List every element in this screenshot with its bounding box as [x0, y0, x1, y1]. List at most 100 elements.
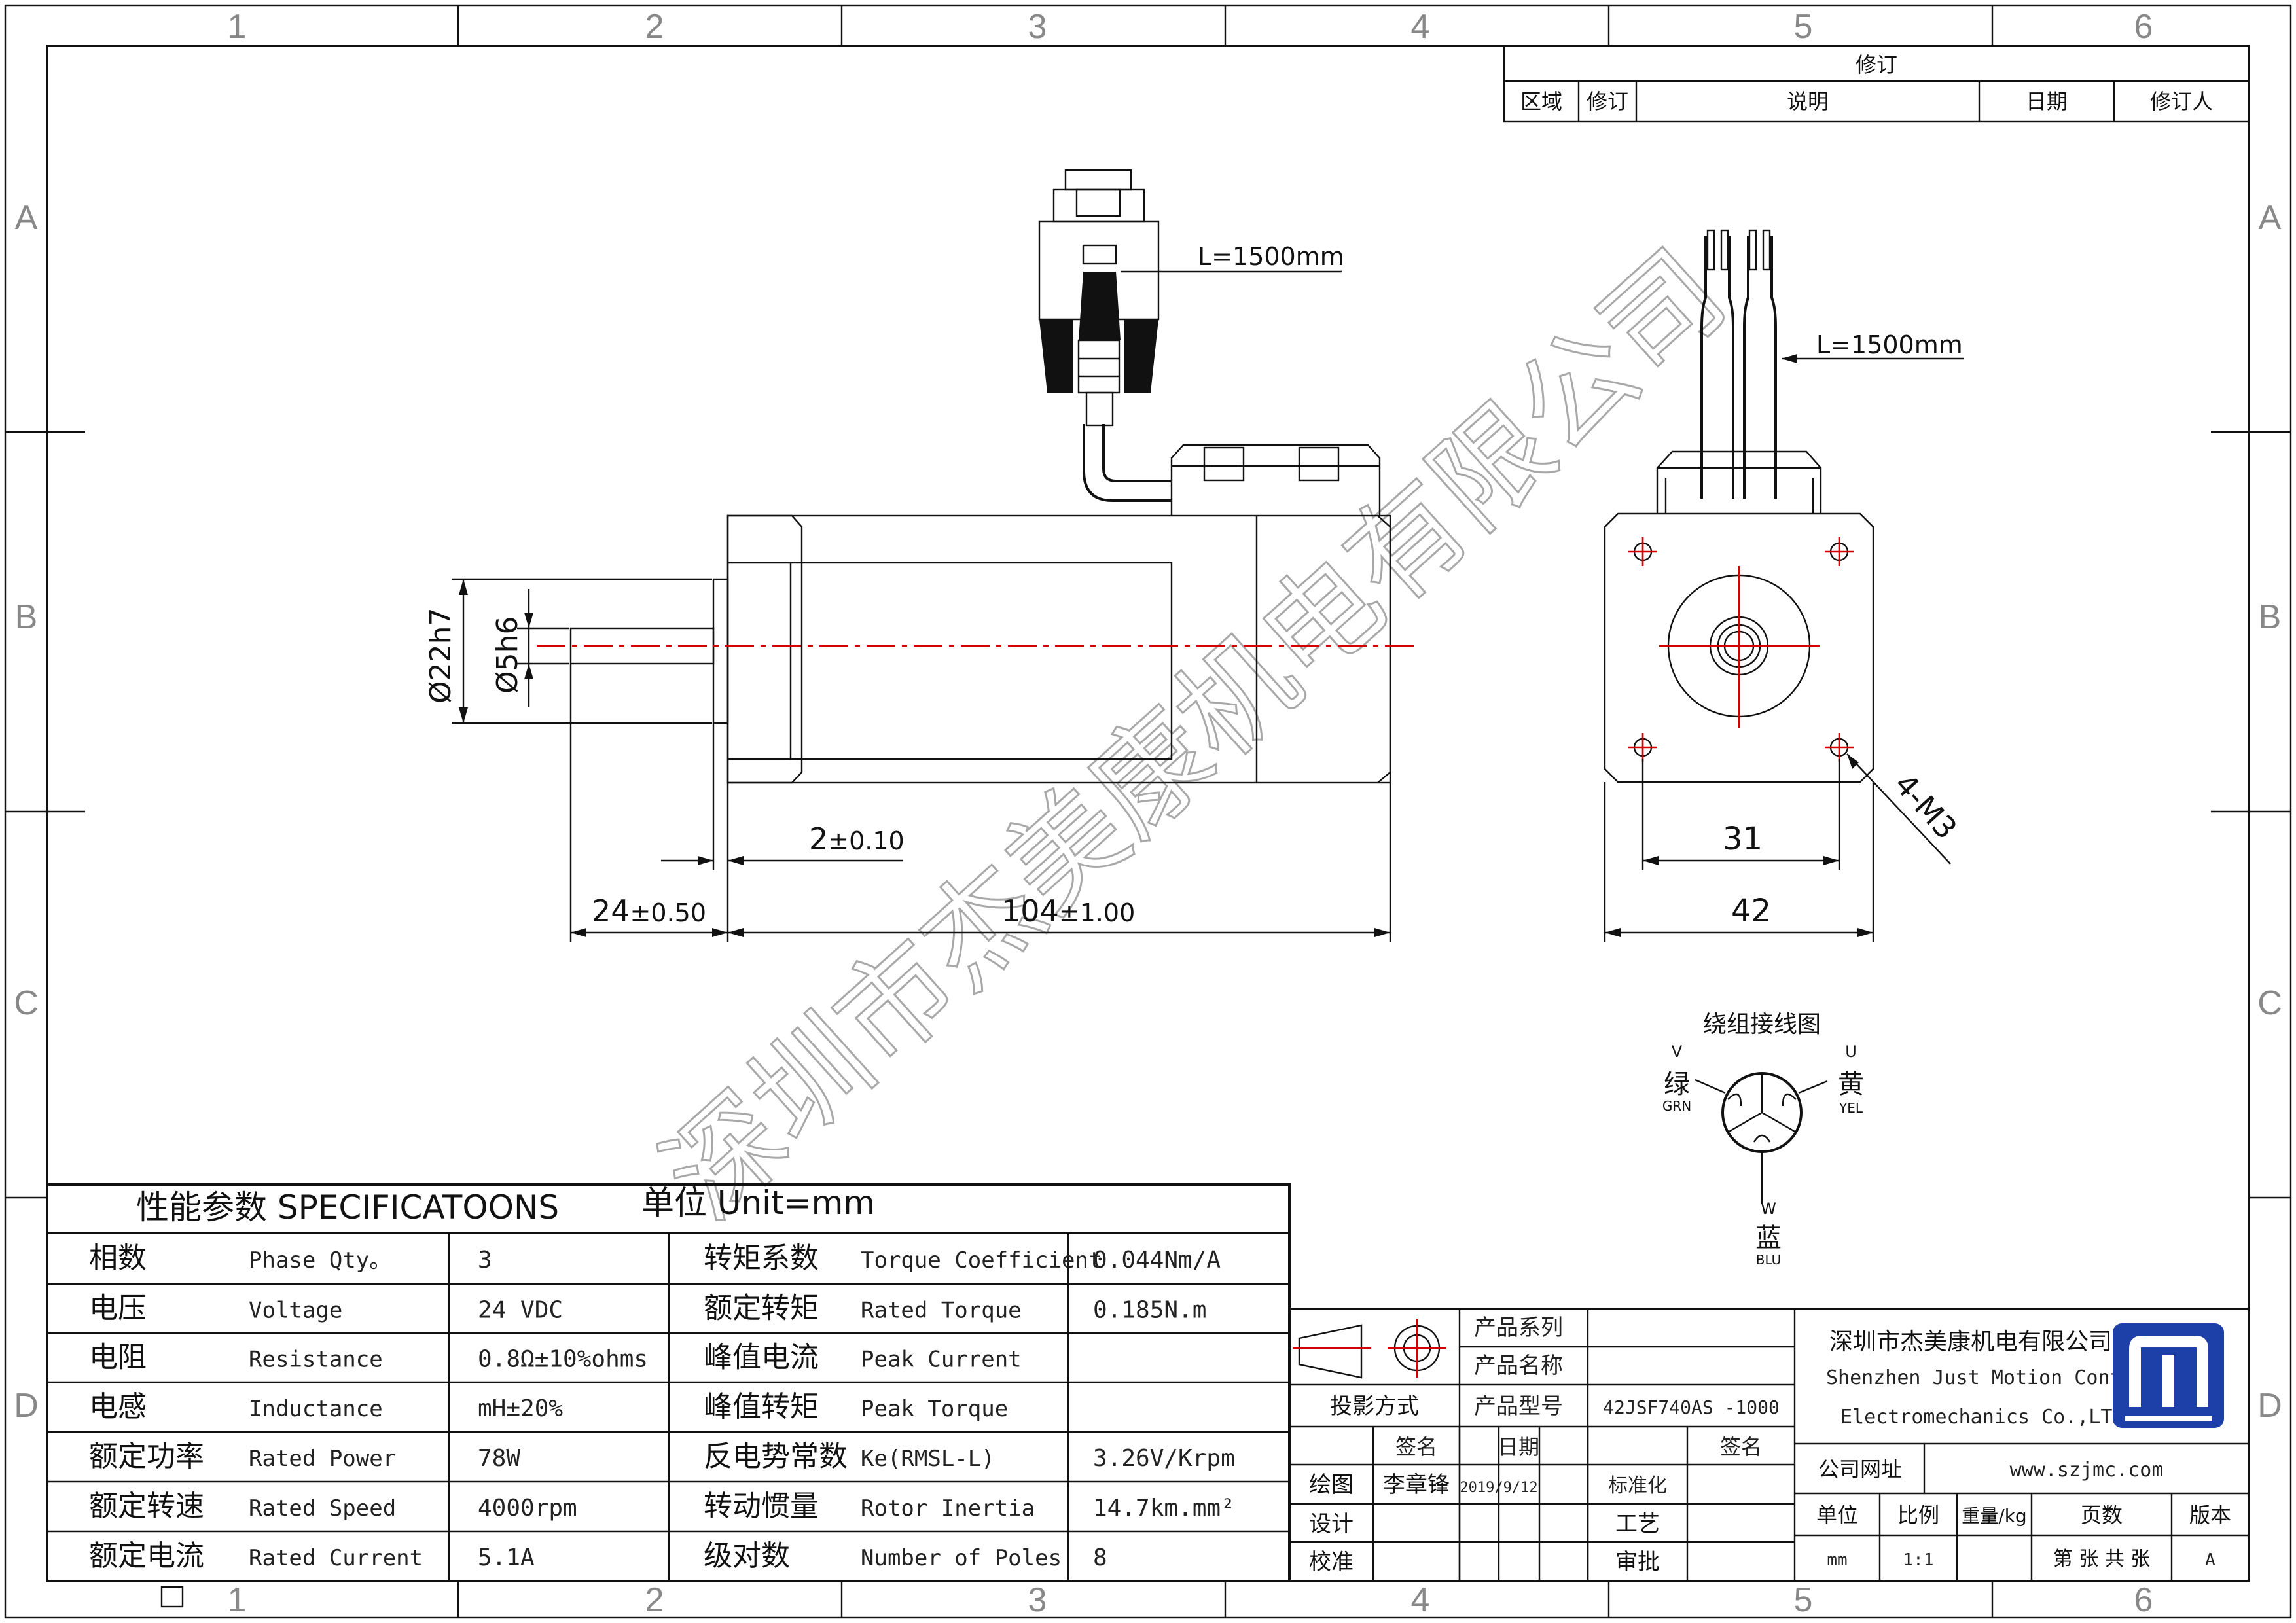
winding-v-letter: V [1672, 1043, 1683, 1061]
winding-u-letter: U [1845, 1043, 1857, 1061]
sign-header-right: 签名 [1720, 1435, 1762, 1459]
zone-labels: 1 2 3 4 5 6 1 2 3 4 5 6 A B C D A B C D [14, 8, 2282, 1619]
zone-row-c-right: C [2257, 984, 2282, 1022]
winding-u-cn: 黄 [1838, 1069, 1864, 1099]
dim-hole-pitch: 31 [1723, 821, 1763, 857]
mounting-holes [1628, 537, 1854, 762]
spec-cell-en: Voltage [249, 1298, 342, 1324]
spec-cell-cn2: 峰值电流 [704, 1341, 819, 1374]
winding-w-en: BLU [1756, 1252, 1782, 1268]
spec-cell-en2: Rated Torque [861, 1298, 1022, 1324]
spec-cell-en: Resistance [249, 1347, 383, 1373]
revision-header-zone: 区域 [1520, 89, 1562, 114]
spec-cell-en: Phase Qty。 [249, 1247, 391, 1274]
sign-header: 签名 [1395, 1435, 1437, 1459]
company-cn: 深圳市杰美康机电有限公司 [1829, 1329, 2112, 1355]
zone-ticks [5, 5, 2291, 1618]
winding-v-cn: 绿 [1664, 1069, 1690, 1099]
winding-diagram: 绕组接线图 V 绿 GRN U 黄 YEL W 蓝 BLU [1662, 1011, 1864, 1268]
side-dimensions: L=1500mm Ø22h7 Ø5h6 2±0.10 24±0.50 104±1… [424, 242, 1391, 942]
zone-row-b: B [15, 598, 38, 636]
version-value: A [2205, 1550, 2215, 1570]
spec-cell-cn2: 转动惯量 [704, 1489, 819, 1523]
spec-cell-val: 3 [478, 1247, 492, 1274]
zone-row-a: A [15, 199, 38, 237]
winding-v-en: GRN [1662, 1098, 1691, 1114]
model-label: 产品型号 [1474, 1393, 1563, 1419]
sheet-marker [160, 1586, 184, 1608]
side-view [537, 169, 1420, 784]
zone-col-3: 3 [1028, 8, 1047, 46]
spec-cell-en2: Peak Current [861, 1347, 1022, 1373]
revision-title: 修订 [1856, 52, 1897, 77]
spec-cell-cn: 额定功率 [89, 1440, 204, 1473]
spec-cell-val: 0.8Ω±10%ohms [478, 1346, 648, 1373]
spec-cell-val: 5.1A [478, 1544, 535, 1571]
projection-label: 投影方式 [1330, 1393, 1419, 1419]
revision-header-desc: 说明 [1787, 89, 1829, 114]
spec-cell-cn2: 额定转矩 [704, 1292, 819, 1325]
spec-cell-val2: 14.7km.mm² [1093, 1495, 1235, 1522]
specifications-table: 性能参数 SPECIFICATOONS 单位 Unit=mm [46, 1183, 1291, 1582]
scale-label: 比例 [1897, 1503, 1939, 1527]
spec-cell-cn2: 峰值转矩 [704, 1390, 819, 1423]
cable-length-right: L=1500mm [1816, 330, 1963, 359]
spec-cell-en2: Peak Torque [861, 1396, 1008, 1422]
winding-w-letter: W [1761, 1200, 1776, 1218]
spec-cell-cn2: 反电势常数 [704, 1440, 848, 1473]
dim-flange-width: 42 [1731, 893, 1771, 929]
winding-u-en: YEL [1839, 1100, 1863, 1116]
zone-row-d-right: D [2257, 1387, 2282, 1425]
spec-cell-val: mH±20% [478, 1395, 563, 1422]
company-en-line1: Shenzhen Just Motion Control [1826, 1366, 2157, 1389]
spec-cell-val2: 0.185N.m [1093, 1297, 1206, 1324]
dim-shaft-diameter: Ø5h6 [491, 616, 524, 694]
draw-date: 2019/9/12 [1460, 1480, 1537, 1496]
spec-cell-cn: 额定转速 [89, 1489, 204, 1523]
front-view [1604, 229, 1874, 783]
zone-col-5-bottom: 5 [1794, 1581, 1813, 1619]
revision-header-rev: 修订 [1587, 89, 1628, 114]
zone-row-a-right: A [2259, 199, 2282, 237]
approve-label: 审批 [1615, 1549, 1660, 1575]
projection-cone-icon [1298, 1324, 1363, 1379]
zone-col-6-bottom: 6 [2134, 1581, 2153, 1619]
front-flange-outline [1604, 512, 1874, 783]
zone-col-1: 1 [228, 8, 247, 46]
title-block: 投影方式 产品系列 产品名称 产品型号 42JSF740AS -1000 签名 … [1288, 1308, 2250, 1582]
spec-cell-val: 4000rpm [478, 1495, 577, 1522]
dim-body-length: 104±1.00 [1001, 893, 1135, 929]
spec-cell-cn: 额定电流 [89, 1539, 204, 1573]
draw-label: 绘图 [1309, 1472, 1354, 1498]
spec-cell-en: Inductance [249, 1396, 383, 1422]
motor-body-inset [789, 562, 1173, 760]
revision-header-by: 修订人 [2150, 89, 2213, 114]
spec-cell-val2: 8 [1093, 1544, 1107, 1571]
spec-cell-cn: 电压 [89, 1292, 147, 1325]
winding-w-cn: 蓝 [1755, 1223, 1782, 1253]
spec-cell-cn2: 级对数 [704, 1539, 790, 1573]
spec-cell-cn: 电感 [89, 1390, 147, 1423]
design-label: 设计 [1309, 1511, 1354, 1537]
dim-shaft-length: 24±0.50 [592, 893, 706, 929]
date-header: 日期 [1498, 1435, 1539, 1459]
pages-value: 第 张 共 张 [2053, 1548, 2151, 1571]
zone-col-4-bottom: 4 [1411, 1581, 1430, 1619]
spec-cell-val2: 3.26V/Krpm [1093, 1445, 1235, 1472]
weight-label: 重量/kg [1962, 1505, 2026, 1527]
watermark-text: 深圳市杰美康机电有限公司 [639, 226, 1749, 1244]
series-label: 产品系列 [1474, 1315, 1563, 1341]
encoder-housing [1170, 444, 1381, 516]
spec-cell-val: 24 VDC [478, 1297, 563, 1324]
zone-col-1-bottom: 1 [228, 1581, 247, 1619]
pages-label: 页数 [2081, 1503, 2123, 1527]
spec-cell-en: Rated Speed [249, 1495, 396, 1522]
spec-cell-en2: Ke(RMSL-L) [861, 1446, 995, 1472]
zone-col-4: 4 [1411, 8, 1430, 46]
unit-value: mm [1827, 1550, 1847, 1570]
drawer-name: 李章锋 [1383, 1472, 1450, 1498]
version-label: 版本 [2189, 1503, 2231, 1527]
specs-title: 性能参数 SPECIFICATOONS [136, 1188, 559, 1226]
